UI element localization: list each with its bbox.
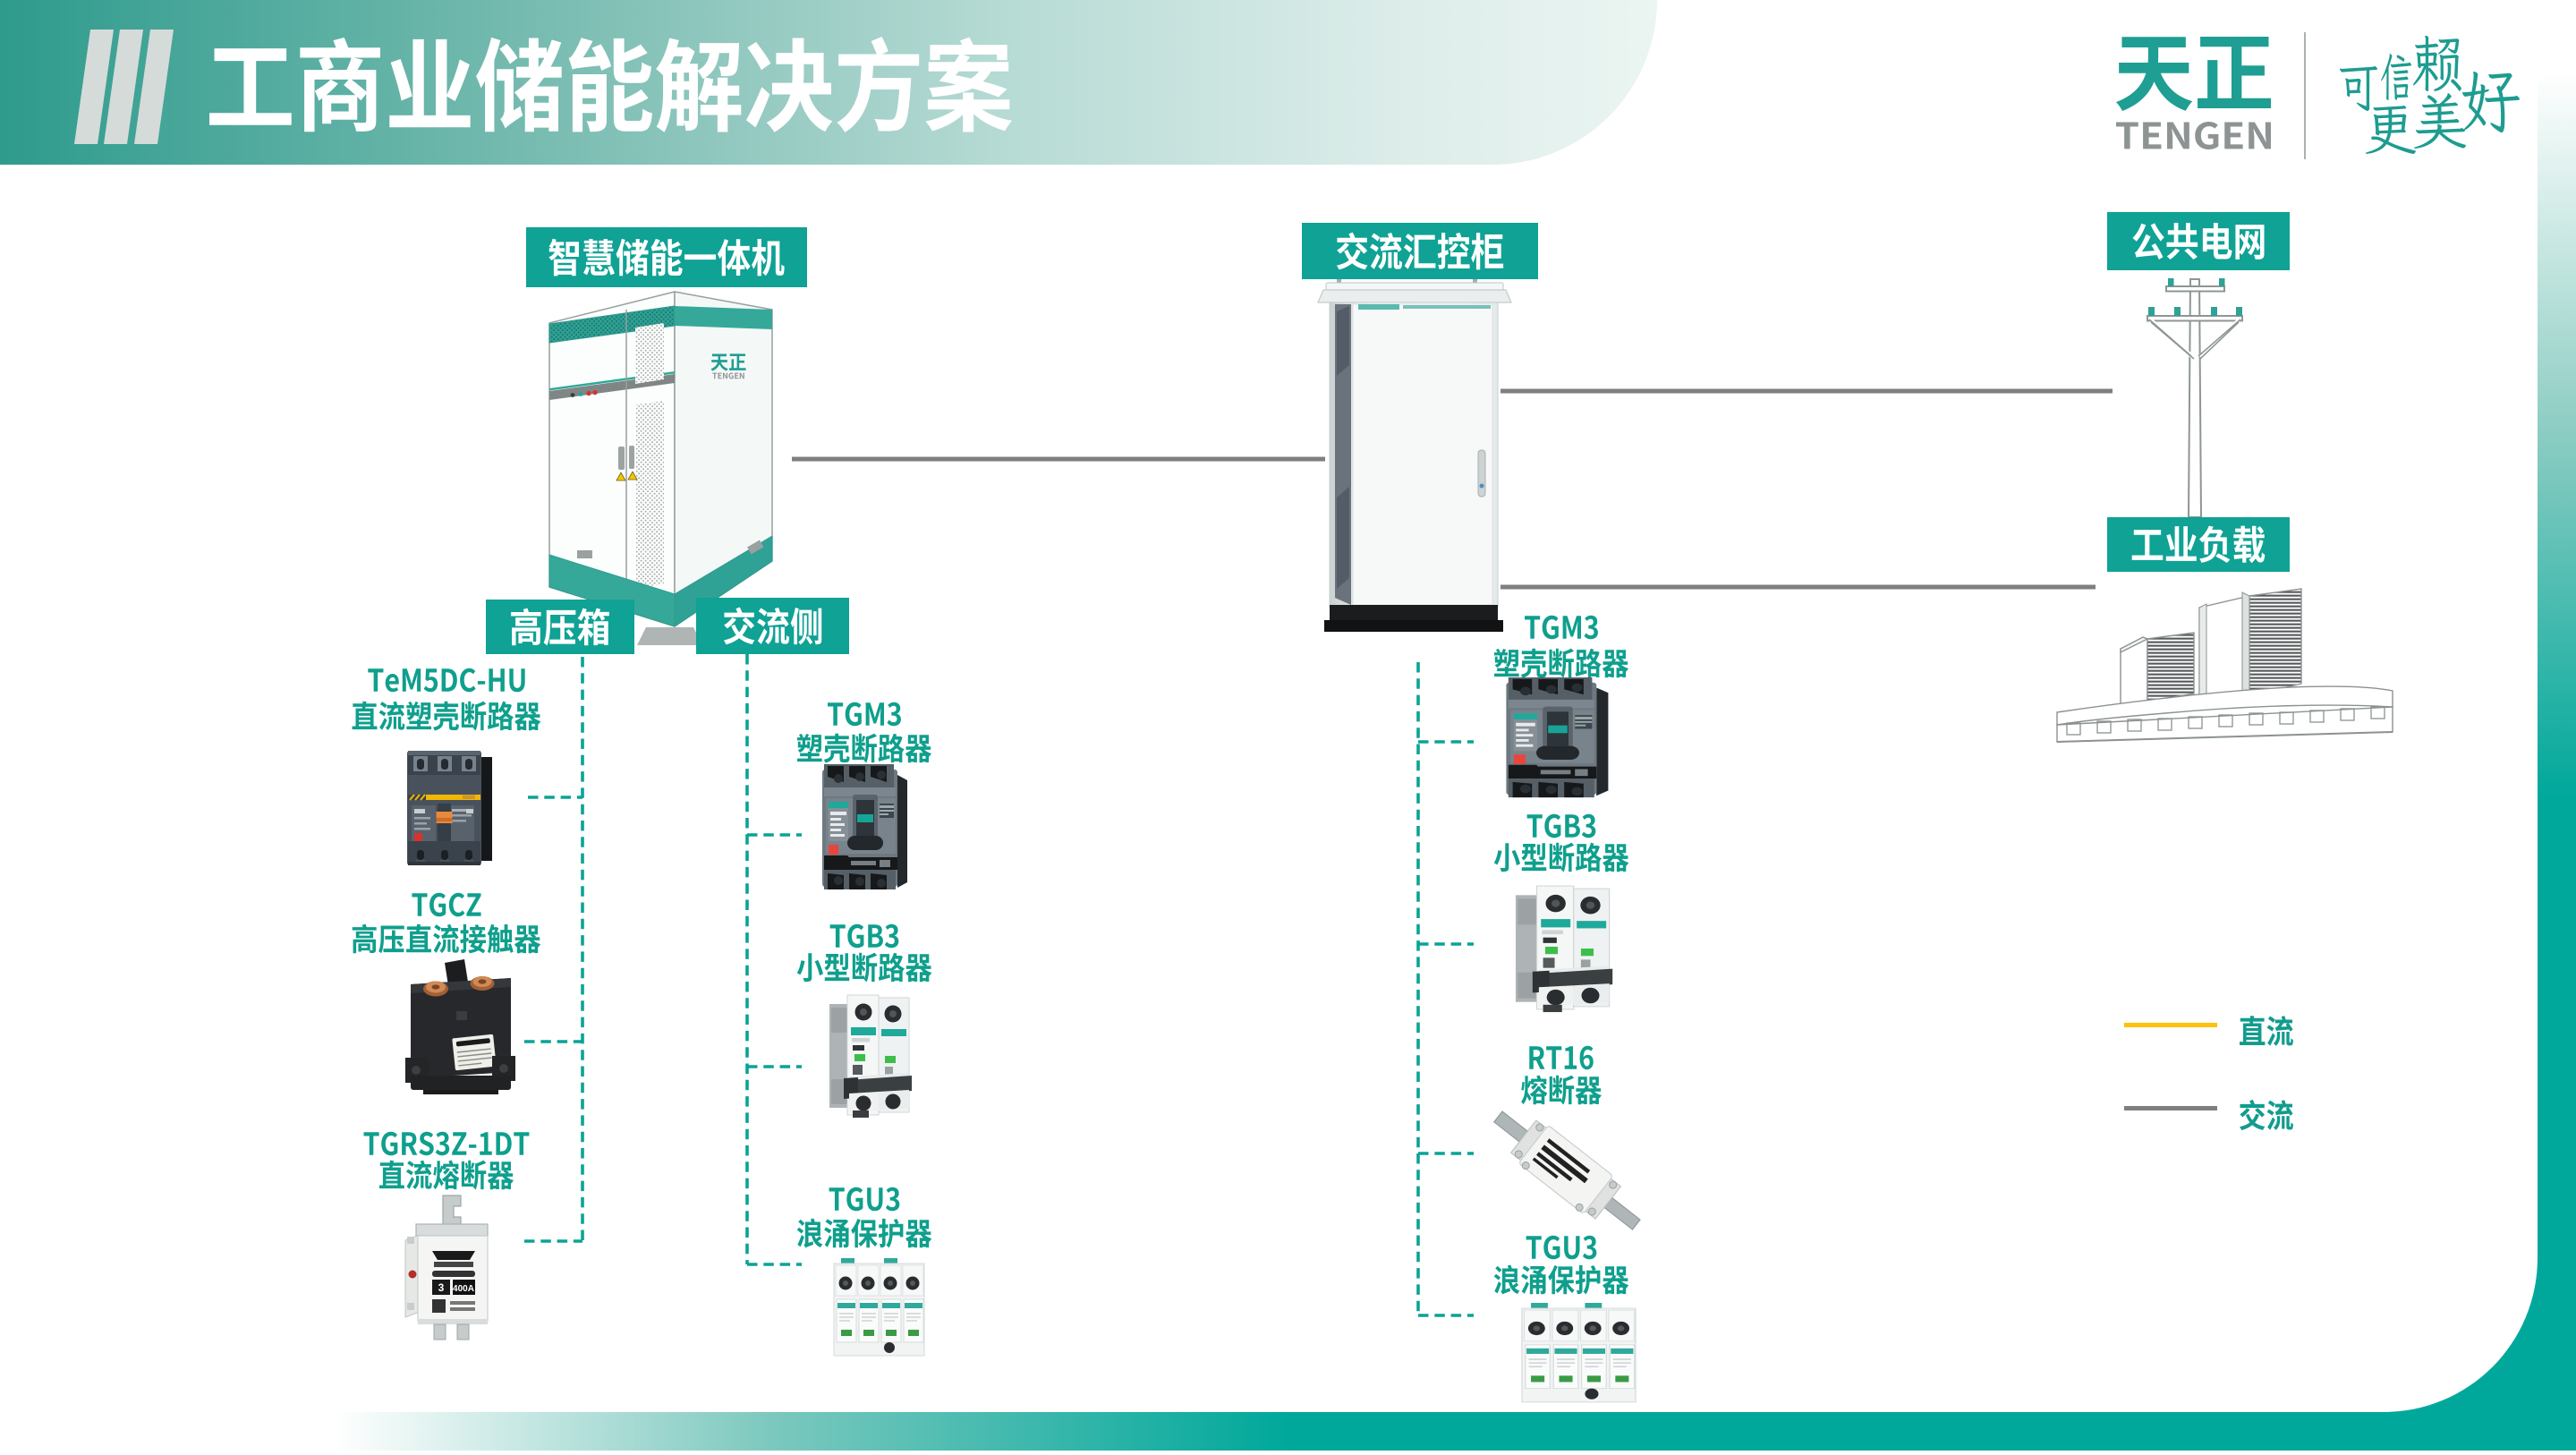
svg-text:400A: 400A (453, 1284, 474, 1294)
svg-text:3: 3 (438, 1281, 445, 1294)
